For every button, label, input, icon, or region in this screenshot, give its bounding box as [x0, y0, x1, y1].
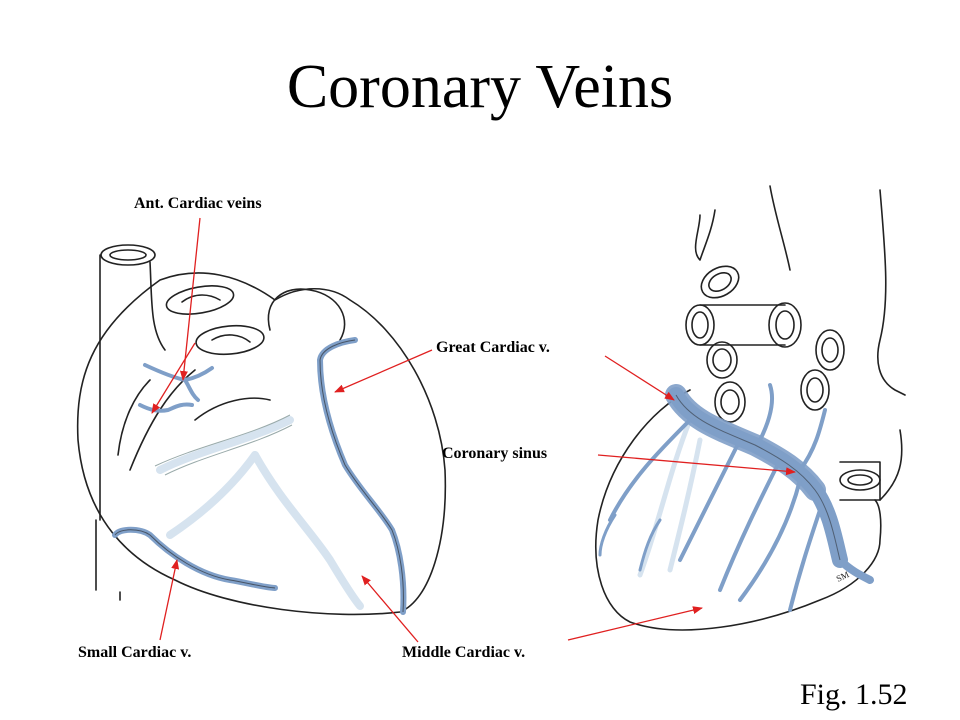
leader-great-cardiac-right [604, 355, 675, 401]
posterior-pale-veins [637, 417, 703, 578]
figure-number: Fig. 1.52 [800, 678, 908, 711]
posterior-heart-drawing [595, 185, 906, 631]
leader-small-cardiac [159, 559, 180, 641]
page-title: Coronary Veins [286, 53, 674, 121]
label-small-cardiac-v: Small Cardiac v. [78, 644, 192, 661]
anterior-pale-veins [156, 416, 364, 610]
artist-initials: SM [835, 569, 851, 584]
aorta [694, 185, 791, 271]
anterior-pale-vein-borders [154, 414, 293, 476]
label-ant-cardiac-veins: Ant. Cardiac veins [134, 195, 262, 212]
leader-coronary-sinus [597, 454, 796, 476]
posterior-heart-outline [595, 389, 882, 631]
inferior-vena-cava [839, 461, 881, 501]
label-great-cardiac-v: Great Cardiac v. [436, 339, 550, 356]
superior-vena-cava [99, 254, 166, 521]
anterior-heart-drawing [76, 244, 447, 616]
leader-middle-cardiac-left [361, 575, 419, 643]
leader-middle-cardiac-right [567, 606, 703, 641]
leader-ant-cardiac-2 [151, 342, 196, 414]
anterior-heart-outline [76, 272, 447, 616]
label-middle-cardiac-v: Middle Cardiac v. [402, 644, 526, 661]
label-coronary-sinus: Coronary sinus [442, 445, 548, 462]
leader-ant-cardiac-1 [179, 217, 201, 381]
leader-lines [151, 217, 796, 643]
leader-great-cardiac-left [334, 349, 433, 393]
